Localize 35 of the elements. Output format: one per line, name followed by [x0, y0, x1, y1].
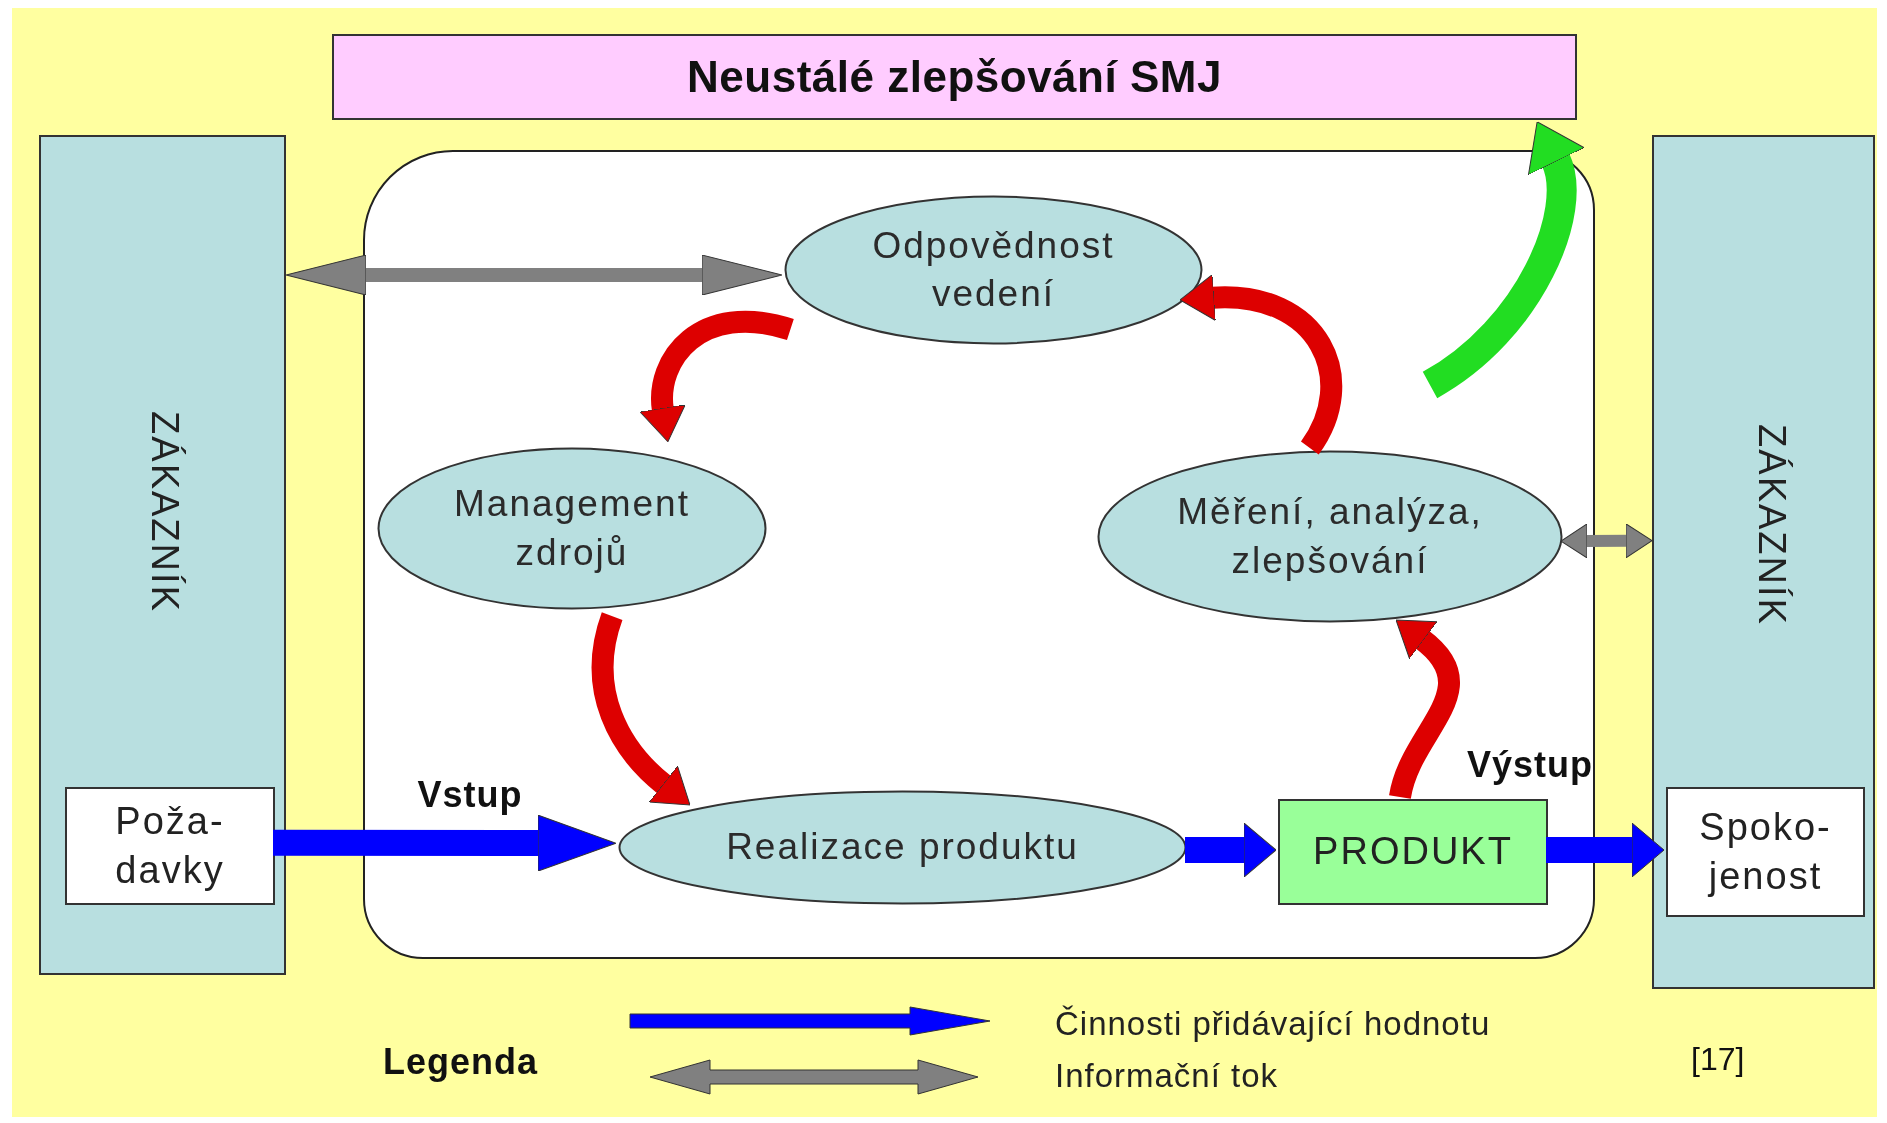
- customer-column: [1652, 135, 1875, 989]
- process-ellipse: [784, 195, 1203, 345]
- curved-arrow: [1389, 617, 1460, 800]
- node-label: Měření, analýza, zlepšování: [1176, 490, 1484, 583]
- node-label: Neustálé zlepšování SMJ: [686, 51, 1223, 104]
- arrow: [1185, 822, 1277, 878]
- legend-label: Informační tok: [1055, 1057, 1279, 1095]
- title-banner: [332, 34, 1577, 120]
- customer-label: ZÁKAZNÍK: [1749, 424, 1794, 626]
- curved-arrow: [1422, 119, 1587, 398]
- text-box: [65, 787, 275, 905]
- double-arrow: [1560, 523, 1653, 559]
- double-arrow: [285, 254, 783, 296]
- node-label: Odpovědnost vedení: [871, 223, 1116, 316]
- arrow: [273, 814, 617, 872]
- customer-column: [39, 135, 286, 975]
- node-label: PRODUKT: [1312, 829, 1514, 875]
- edge-label: Vstup: [417, 774, 523, 816]
- curved-arrow: [591, 612, 690, 807]
- text-box: [1666, 787, 1865, 917]
- product-box: [1278, 799, 1548, 905]
- process-ellipse: [618, 790, 1187, 905]
- legend-label: Činnosti přidávající hodnotu: [1055, 1005, 1491, 1043]
- node-label: Management zdrojů: [453, 482, 691, 575]
- node-label: Spoko- jenost: [1698, 804, 1833, 899]
- legend-heading: Legenda: [383, 1041, 539, 1083]
- system-frame: [363, 150, 1595, 959]
- customer-label: ZÁKAZNÍK: [142, 411, 187, 613]
- reference-number: [17]: [1691, 1041, 1745, 1078]
- process-ellipse: [1097, 450, 1563, 623]
- node-label: Realizace produktu: [725, 825, 1080, 870]
- process-ellipse: [377, 447, 767, 610]
- arrow: [1546, 822, 1665, 878]
- node-label: Poža- davky: [114, 798, 226, 893]
- edge-label: Výstup: [1467, 744, 1593, 786]
